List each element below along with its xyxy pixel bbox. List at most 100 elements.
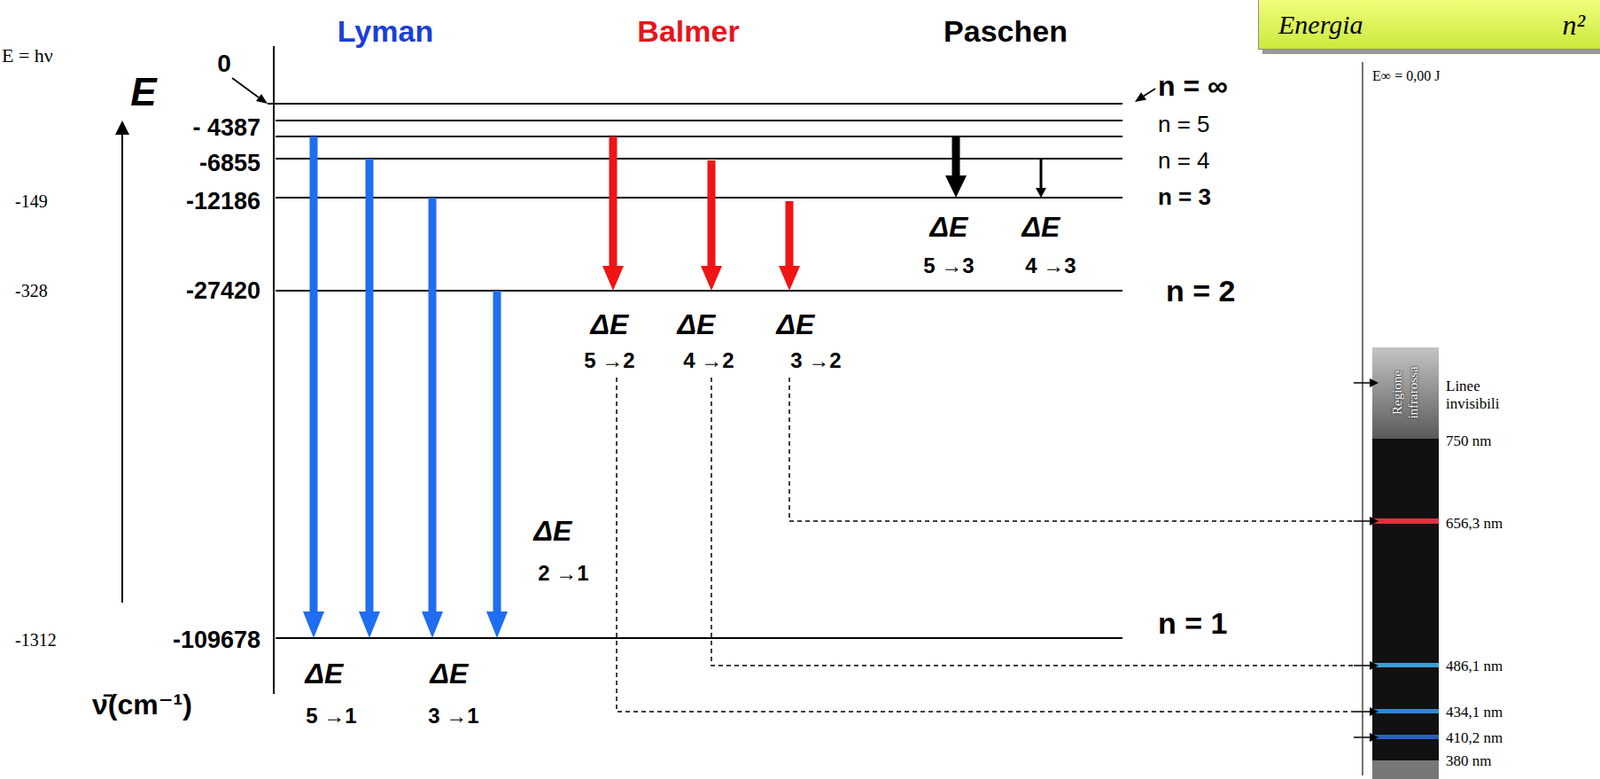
energy-value: - 4387 [192,116,261,140]
wavelength-label: 434,1 nm [1445,704,1503,720]
kj-value: -328 [15,281,48,300]
pointer-head [256,93,268,104]
transition-subscript: 5 →3 [923,255,974,277]
level-line [275,157,1123,160]
arrowhead [302,611,325,638]
formula-box: Energian² [1258,0,1600,50]
formula-denominator: n² [1561,10,1585,39]
spectrum-marker-heads [1369,378,1379,742]
lyman-arrows [302,136,508,638]
marker-head [1369,516,1379,526]
level-line [275,196,1123,199]
transition-subscript: 4 →2 [683,349,734,372]
energy-value: -109678 [172,628,261,653]
spectrum-markers [1353,382,1372,738]
kj-value: -149 [15,192,48,210]
marker-head [1369,660,1379,670]
spectral-line [1372,518,1439,524]
marker-line [1353,736,1372,738]
energy-value: -6855 [199,151,261,176]
transition-subscript: 2 →1 [537,562,589,584]
arrowhead [421,611,443,638]
visible-band [1372,438,1439,761]
transition-arrow [785,201,794,268]
level-line [275,135,1123,138]
wavelength-label: 410,2 nm [1445,730,1503,746]
axis-label: E [130,72,156,112]
energy-levels [267,103,1123,638]
transition-subscript: 3 →2 [790,349,841,372]
spectral-line [1372,708,1439,714]
leader-lines [616,377,1354,712]
wavelength-label: 486,1 nm [1445,658,1503,674]
leader-line [616,377,1354,712]
pointer-head [1134,92,1147,102]
leader-line [789,377,1354,521]
wavelength-label: 380 nm [1445,753,1492,769]
level-label: n = 4 [1157,148,1211,172]
spectral-line [1372,662,1439,668]
transition-arrow [428,197,437,614]
leader-line [711,377,1354,666]
transition-label: ΔE [677,310,716,339]
transition-label: ΔE [534,516,573,545]
marker-line [1353,664,1372,667]
spectrum-title: E∞ = 0,00 J [1372,69,1440,84]
transition-arrow [707,160,716,268]
spectral-line [1372,734,1439,739]
transition-subscript: 3 →1 [427,705,479,727]
energy-value: -12186 [186,189,261,214]
level-line [275,119,1123,122]
transition-label: ΔE [930,212,969,241]
axis-unit: ν̄(cm⁻¹) [92,690,193,719]
zero-label: 0 [217,51,232,77]
level-label: n = 1 [1157,607,1228,638]
axis-line [272,46,275,694]
arrowhead [945,175,967,198]
transition-arrow [952,136,961,178]
arrowhead [700,265,723,291]
transition-subscript: 4 →3 [1025,255,1076,277]
level-label: n = 5 [1157,112,1211,136]
spectrum-note: Linee invisibili [1445,377,1517,414]
transition-subscript: 5 →1 [305,705,357,727]
wavelength-label: 750 nm [1445,433,1492,449]
energy-value: -27420 [186,279,261,303]
pointer-line [232,77,259,98]
level-line [275,636,1123,639]
transition-label: ΔE [776,310,816,339]
arrowhead [486,611,508,638]
balmer-arrows [602,136,800,291]
paschen-arrows [945,136,1047,198]
series-title: Lyman [337,15,434,47]
transition-label: ΔE [1022,212,1061,241]
transition-arrow [310,136,319,614]
marker-head [1369,706,1379,716]
arrowhead [602,265,624,291]
formula-label: E = hν [1,46,54,66]
marker-line [1353,520,1372,522]
marker-line [1353,381,1372,384]
transition-label: ΔE [430,659,469,688]
series-title: Balmer [636,15,739,47]
marker-head [1369,378,1379,388]
transition-arrow [493,290,502,614]
level-line [275,289,1123,292]
spectrum-axis [1361,62,1364,776]
marker-line [1353,710,1372,713]
transition-arrow [609,136,618,268]
marker-head [1369,732,1379,742]
transition-subscript: 5 →2 [583,349,635,372]
energy-axis [121,132,124,603]
transition-arrow [365,158,374,614]
transition-label: ΔE [305,659,344,688]
axis-arrowhead [115,120,130,135]
kj-value: -1312 [15,630,57,649]
transition-label: ΔE [590,310,630,339]
level-line [267,102,1123,105]
level-label: n = 2 [1165,275,1235,306]
arrowhead [778,265,800,291]
series-title: Paschen [943,15,1068,47]
level-label: n = 3 [1157,185,1212,209]
